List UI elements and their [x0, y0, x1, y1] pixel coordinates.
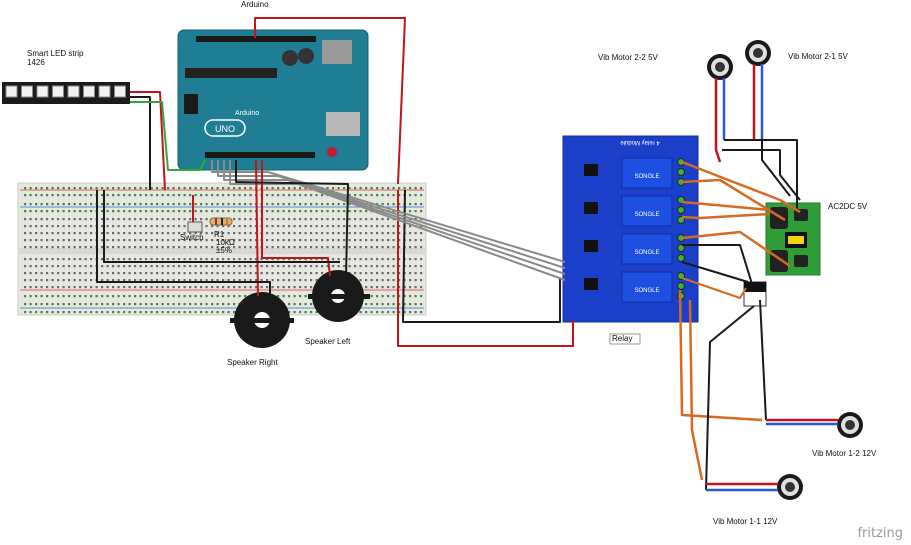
arduino-board: UNO Arduino — [177, 29, 369, 171]
ac2dc-label: AC2DC 5V — [828, 202, 868, 211]
wire-black — [759, 299, 767, 421]
arduino-uno-text: UNO — [215, 124, 235, 134]
wire-black — [705, 305, 755, 491]
relay-label-box — [609, 333, 641, 345]
wire-gray — [229, 160, 566, 281]
fritzing-watermark: fritzing — [857, 526, 903, 541]
relay-label: Relay — [612, 334, 633, 343]
wire-orange — [688, 299, 704, 481]
vib-motor-2-2 — [707, 54, 733, 80]
vib-1-1-label: Vib Motor 1-1 12V — [713, 517, 778, 526]
vib-motor-1-2 — [837, 412, 863, 438]
switch-label: Switch — [180, 233, 204, 242]
wire-gray — [211, 160, 566, 263]
relay-module: 4 relay Module SONGLE SONGLE SONGLE SONGLE — [562, 135, 699, 323]
relay-module-text: 4 relay Module — [620, 139, 660, 145]
wire-red — [254, 17, 406, 185]
arduino-brand-text: Arduino — [235, 110, 259, 117]
wire-black — [103, 190, 340, 263]
vib-motor-2-1 — [745, 40, 771, 66]
wire-black — [722, 149, 801, 201]
vib-motor-1-1 — [777, 474, 803, 500]
wire-black — [681, 261, 749, 283]
relay-brand-text: SONGLE — [634, 288, 659, 294]
wire-red — [397, 190, 574, 347]
wire-black — [682, 244, 753, 285]
wire-black — [724, 139, 798, 209]
resistor-value-label: 10kΩ — [216, 238, 235, 247]
wire-black — [235, 160, 349, 279]
speaker-left-label: Speaker Left — [305, 337, 351, 346]
wire-green — [130, 101, 206, 171]
resistor-tolerance-label: ±5% — [216, 246, 232, 255]
wire-orange — [681, 277, 747, 299]
wire-orange — [681, 160, 801, 214]
wire-orange — [678, 289, 763, 422]
vib-2-1-label: Vib Motor 2-1 5V — [788, 52, 848, 61]
speaker-left — [308, 270, 370, 322]
relay-brand-text: SONGLE — [634, 212, 659, 218]
vib-1-2-label: Vib Motor 1-2 12V — [812, 449, 877, 458]
switch — [187, 221, 203, 233]
wire-red — [261, 160, 331, 277]
wires — [96, 17, 838, 492]
resistor — [209, 217, 233, 226]
relay-brand-text: SONGLE — [634, 174, 659, 180]
wire-gray — [217, 160, 566, 269]
wire-black — [402, 189, 561, 323]
wire-red — [130, 91, 166, 191]
relay-brand-text: SONGLE — [634, 250, 659, 256]
vib-2-2-label: Vib Motor 2-2 5V — [598, 53, 658, 62]
driver-chip — [743, 281, 767, 307]
led-strip-model-label: 1426 — [27, 58, 45, 67]
wire-orange — [681, 178, 786, 222]
wire-black — [130, 96, 151, 190]
wire-orange — [681, 212, 771, 220]
wire-orange — [681, 230, 791, 268]
arduino-label: Arduino — [241, 0, 269, 9]
wire-black — [761, 140, 791, 197]
wire-red — [714, 78, 722, 163]
speaker-right — [230, 292, 294, 348]
led-strip-label: Smart LED strip — [27, 49, 84, 58]
resistor-name-label: R1 — [214, 230, 225, 239]
wire-black — [96, 190, 271, 296]
led-strip — [2, 82, 130, 104]
speaker-right-label: Speaker Right — [227, 358, 278, 367]
wire-orange — [681, 200, 771, 212]
